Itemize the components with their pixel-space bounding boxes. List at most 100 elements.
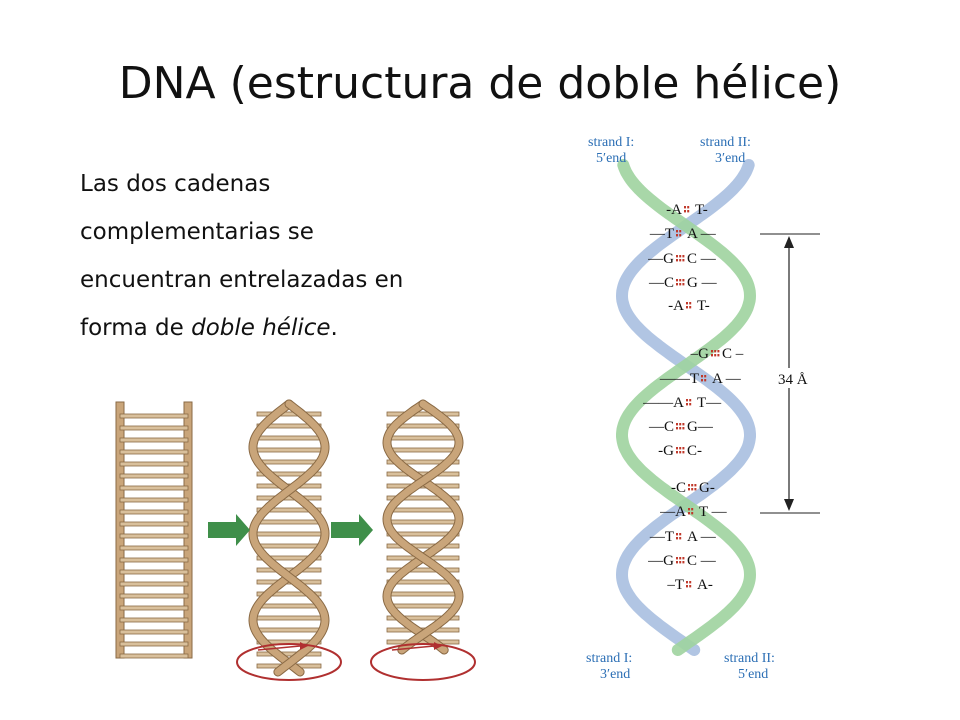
ladder-rung: [386, 555, 460, 561]
hydrogen-bond-dot: [688, 484, 690, 487]
hydrogen-bond-dot: [682, 557, 685, 560]
base-right: T-: [697, 298, 710, 314]
hydrogen-bond-dot: [676, 447, 678, 450]
hydrogen-bond-dot: [691, 508, 694, 511]
hydrogen-bond-dot: [687, 210, 690, 213]
ladder-rung: [256, 591, 322, 597]
ladder-rung: [256, 483, 322, 489]
ladder-rung: [119, 617, 189, 623]
ladder-rung: [119, 485, 189, 491]
pitch-arrowhead-up: [784, 236, 794, 248]
ladder-rung: [119, 557, 189, 563]
pitch-label: 34 Å: [778, 372, 808, 388]
hydrogen-bond-dot: [689, 403, 692, 406]
ladder-rung: [386, 423, 460, 429]
bottom-left-label-1: strand I:: [586, 651, 632, 666]
bottom-right-label-1: strand II:: [724, 651, 775, 666]
rotation-arrowhead-2: [434, 642, 442, 650]
hydrogen-bond-dot: [676, 283, 678, 286]
hydrogen-bond-dot: [686, 306, 688, 309]
ladder-rung: [386, 447, 460, 453]
hydrogen-bond-dot: [682, 279, 685, 282]
ladder-rung: [386, 639, 460, 645]
hydrogen-bond-dot: [676, 230, 678, 233]
ladder-rung: [386, 411, 460, 417]
hydrogen-bond-dot: [676, 561, 678, 564]
hydrogen-bond-dot: [688, 488, 690, 491]
strand-blue: [615, 159, 756, 656]
ladder-rung: [256, 495, 322, 501]
hydrogen-bond-dot: [684, 206, 686, 209]
hydrogen-bond-dot: [688, 512, 690, 515]
ladder-rung: [256, 663, 322, 669]
base-right: T —: [699, 504, 728, 520]
base-left: —T: [649, 529, 674, 545]
hydrogen-bond-dot: [717, 354, 720, 357]
hydrogen-bond-dot: [679, 234, 682, 237]
hydrogen-bond-dot: [679, 557, 682, 560]
hydrogen-bond-dot: [676, 427, 678, 430]
hydrogen-bond-dot: [676, 279, 678, 282]
base-left: —G: [647, 251, 674, 267]
ladder-rung: [119, 413, 189, 419]
hydrogen-bond-dot: [691, 512, 694, 515]
hydrogen-bond-dot: [717, 350, 720, 353]
ladder-rung: [256, 519, 322, 525]
hydrogen-bond-dot: [701, 375, 703, 378]
hydrogen-bond-dot: [682, 283, 685, 286]
body-line-3: encuentran entrelazadas en: [80, 267, 404, 293]
ladder-rung: [386, 579, 460, 585]
hydrogen-bond-dot: [691, 488, 694, 491]
hydrogen-bond-dot: [686, 585, 688, 588]
hydrogen-bond-dot: [704, 379, 707, 382]
hydrogen-bond-dot: [682, 561, 685, 564]
body-line-2: complementarias se: [80, 219, 314, 245]
ladder-rung: [256, 507, 322, 513]
hydrogen-bond-dot: [686, 399, 688, 402]
straight-ladder: [115, 401, 193, 659]
base-left: -A: [668, 298, 684, 314]
hydrogen-bond-dot: [679, 537, 682, 540]
top-left-label-2: 5′end: [596, 151, 626, 166]
ladder-side-rail: [249, 400, 329, 676]
bottom-right-label-2: 5′end: [738, 667, 768, 682]
rotation-ellipse-2: [370, 643, 476, 681]
ladder-rung: [119, 461, 189, 467]
pitch-arrowhead-down: [784, 499, 794, 511]
bottom-left-label-2: 3′end: [600, 667, 630, 682]
ladder-rung: [386, 591, 460, 597]
hydrogen-bond-dot: [676, 557, 678, 560]
ladder-rung: [256, 555, 322, 561]
body-line-4-suffix: .: [330, 315, 338, 341]
hydrogen-bond-dot: [676, 451, 678, 454]
hydrogen-bond-dot: [676, 423, 678, 426]
hydrogen-bond-dot: [679, 255, 682, 258]
hydrogen-bond-dot: [689, 585, 692, 588]
base-left: —C: [648, 275, 674, 291]
ladder-rung: [119, 569, 189, 575]
hydrogen-bond-dot: [684, 210, 686, 213]
rotation-arrow-2: [391, 645, 435, 651]
base-left: —G: [647, 553, 674, 569]
hydrogen-bond-dot: [689, 302, 692, 305]
base-left: —T: [649, 226, 674, 242]
ladder-rung: [256, 579, 322, 585]
hydrogen-bond-dot: [689, 399, 692, 402]
ladder-side-rail: [383, 400, 463, 654]
ladder-rung: [256, 603, 322, 609]
arrow-right-1: [208, 514, 250, 546]
hydrogen-bond-dot: [679, 447, 682, 450]
ladder-rung: [256, 423, 322, 429]
hydrogen-bond-dot: [711, 350, 713, 353]
base-right: C —: [687, 553, 717, 569]
ladder-rung: [256, 531, 322, 537]
rotation-arrowhead-1: [300, 642, 308, 650]
hydrogen-bond-dot: [711, 354, 713, 357]
